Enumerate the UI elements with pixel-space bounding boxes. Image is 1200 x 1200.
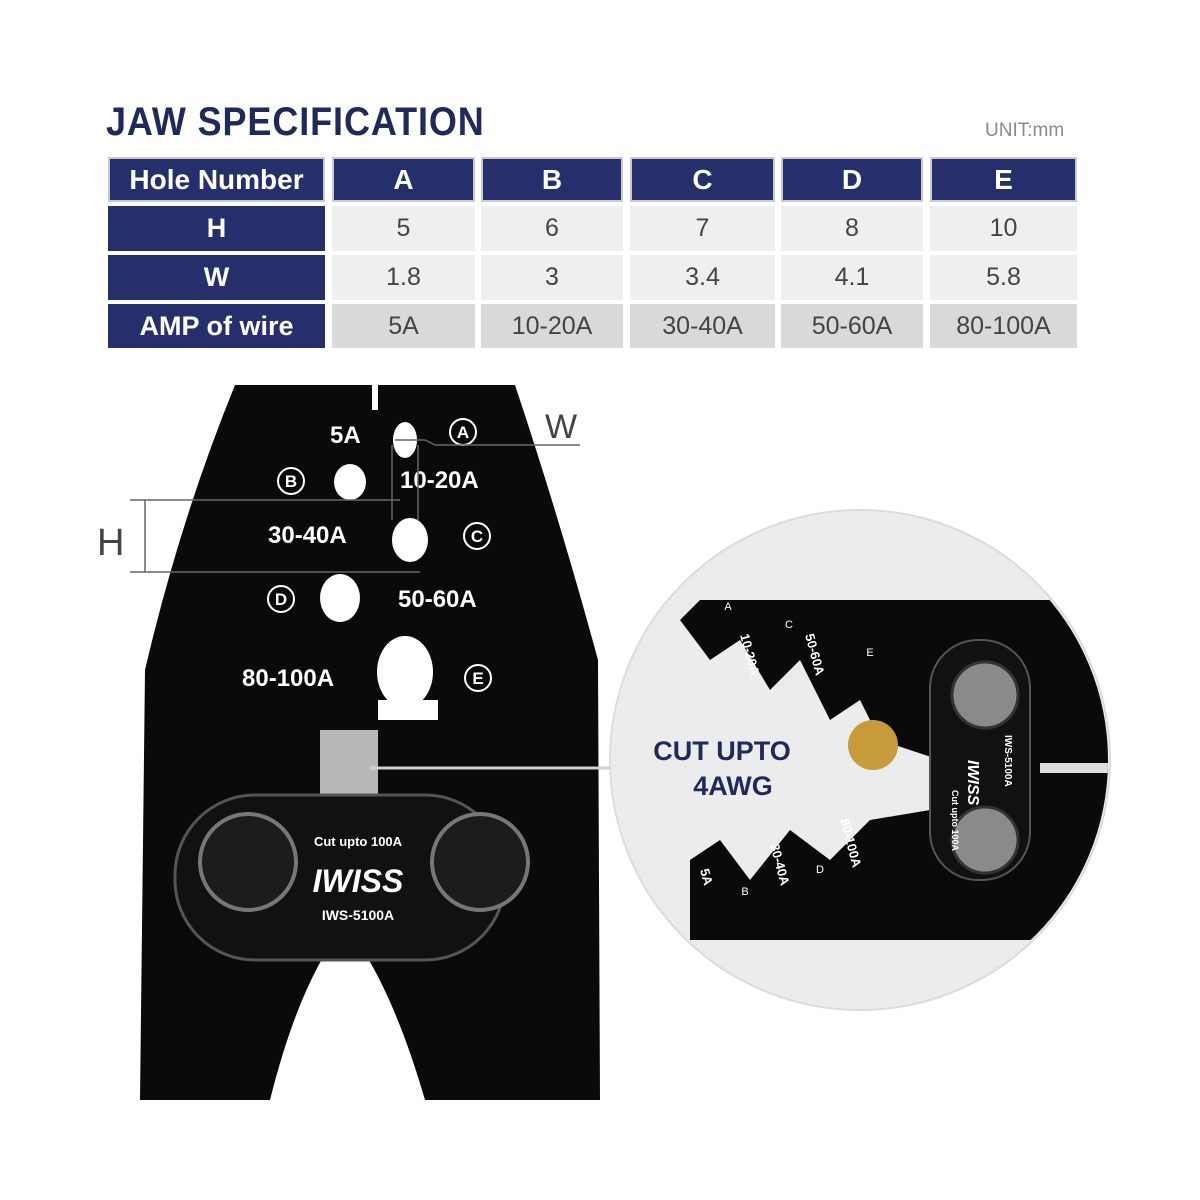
table-cell: 3 xyxy=(481,255,623,300)
table-cell: 5A xyxy=(332,304,475,348)
table-cell: 5 xyxy=(332,206,475,251)
letter-b: B xyxy=(285,472,297,491)
table-cell: 3.4 xyxy=(630,255,775,300)
label-5a: 5A xyxy=(330,422,361,449)
inset-letter-c: C xyxy=(785,619,793,631)
row-label: H xyxy=(108,206,325,251)
dimension-lines xyxy=(130,439,580,573)
inset-plate-text: Cut upto 100A xyxy=(950,790,960,852)
inset-label-5a: 5A xyxy=(697,867,716,888)
table-cell: 50-60A xyxy=(781,304,923,348)
header-col-e: E xyxy=(930,157,1077,202)
header-hole-number: Hole Number xyxy=(108,157,325,202)
table-cell: 30-40A xyxy=(630,304,775,348)
unit-label: UNIT:mm xyxy=(985,120,1065,141)
table-cell: 10-20A xyxy=(481,304,623,348)
table-cell: 80-100A xyxy=(930,304,1077,348)
bolt-right xyxy=(430,812,530,912)
row-label: AMP of wire xyxy=(108,304,325,348)
table-cell: 6 xyxy=(481,206,623,251)
header-col-c: C xyxy=(630,157,775,202)
inset-model: IWS-5100A xyxy=(1002,735,1013,787)
label-30-40a: 30-40A xyxy=(268,522,347,549)
table-cell: 8 xyxy=(781,206,923,251)
brand-logo: IWISS xyxy=(313,863,404,899)
page-title: JAW SPECIFICATION xyxy=(106,100,485,144)
inset-letter-d: D xyxy=(816,864,824,876)
label-10-20a: 10-20A xyxy=(400,467,479,494)
model-number: IWS-5100A xyxy=(322,907,394,923)
table-cell: 7 xyxy=(630,206,775,251)
dim-h-label: H xyxy=(97,522,124,564)
header-col-b: B xyxy=(481,157,623,202)
table-cell: 5.8 xyxy=(930,255,1077,300)
inset-letter-b: B xyxy=(741,886,748,898)
label-50-60a: 50-60A xyxy=(398,586,477,613)
inset-brand: IWISS xyxy=(964,760,981,806)
bolt-left xyxy=(198,812,298,912)
plate-text: Cut upto 100A xyxy=(314,834,403,849)
header-col-a: A xyxy=(332,157,475,202)
row-label: W xyxy=(108,255,325,300)
table-cell: 4.1 xyxy=(781,255,923,300)
brass-pivot xyxy=(848,720,898,770)
inset-cut-line1: CUT UPTO xyxy=(653,736,791,766)
inset-letter-e: E xyxy=(866,647,873,659)
inset-letter-a: A xyxy=(724,601,732,613)
header-col-d: D xyxy=(781,157,923,202)
dim-w-label: W xyxy=(545,408,577,446)
label-80-100a: 80-100A xyxy=(242,665,334,692)
letter-e: E xyxy=(472,669,483,688)
letter-a: A xyxy=(457,423,469,442)
table-cell: 1.8 xyxy=(332,255,475,300)
letter-c: C xyxy=(471,527,483,546)
table-cell: 10 xyxy=(930,206,1077,251)
letter-d: D xyxy=(275,590,287,609)
inset-cut-line2: 4AWG xyxy=(693,771,773,801)
crimp-holes xyxy=(320,422,433,708)
